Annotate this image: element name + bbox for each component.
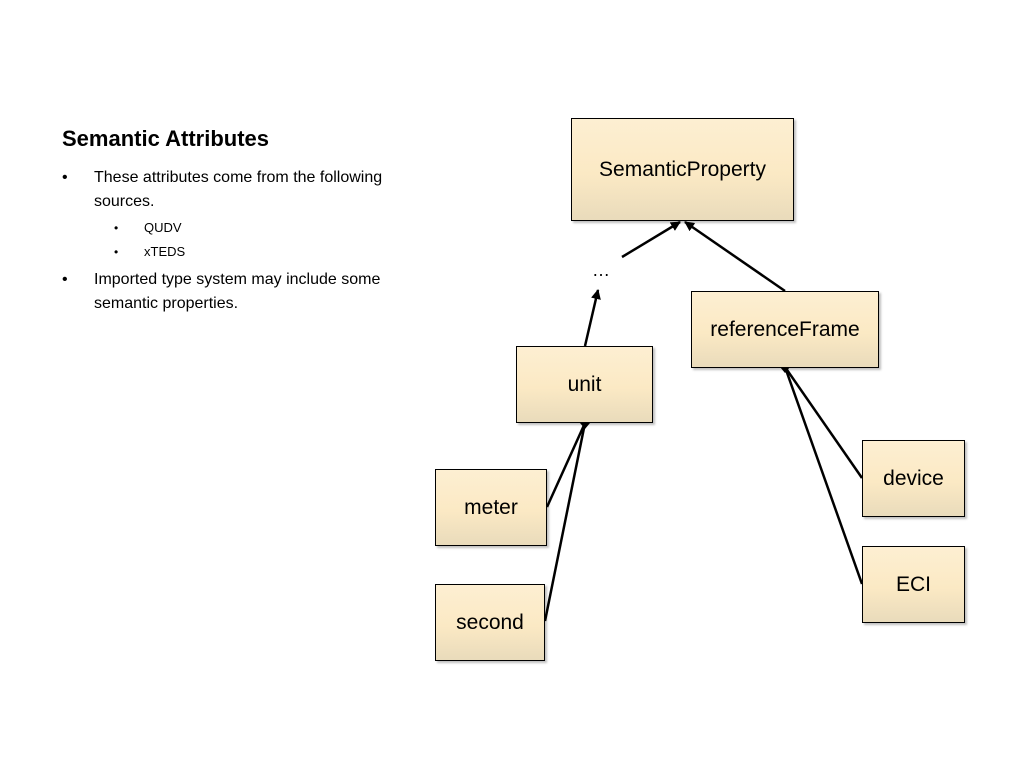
bullet-list: These attributes come from the following… bbox=[62, 166, 402, 320]
second-node: second bbox=[435, 584, 545, 661]
sub-bullet-list: QUDV xTEDS bbox=[94, 216, 402, 264]
eci-node: ECI bbox=[862, 546, 965, 623]
bullet-text: These attributes come from the following… bbox=[94, 169, 383, 210]
bullet-item: Imported type system may include some se… bbox=[62, 268, 402, 316]
inheritance-arrow bbox=[684, 220, 786, 293]
sub-bullet-item: xTEDS bbox=[94, 240, 402, 264]
inheritance-arrow bbox=[621, 220, 681, 259]
composition-link bbox=[545, 422, 587, 508]
sub-bullet-item: QUDV bbox=[94, 216, 402, 240]
composition-link bbox=[543, 422, 587, 622]
ellipsis-label: … bbox=[592, 260, 610, 280]
semantic-property-node: SemanticProperty bbox=[571, 118, 794, 221]
slide-title: Semantic Attributes bbox=[62, 126, 270, 151]
bullet-text: Imported type system may include some se… bbox=[94, 271, 381, 312]
device-node: device bbox=[862, 440, 965, 517]
bullet-item: These attributes come from the following… bbox=[62, 166, 402, 264]
reference-frame-node: referenceFrame bbox=[691, 291, 879, 368]
unit-node: unit bbox=[516, 346, 653, 423]
composition-link bbox=[783, 366, 864, 585]
inheritance-arrow bbox=[583, 289, 601, 347]
composition-link bbox=[783, 366, 864, 479]
meter-node: meter bbox=[435, 469, 547, 546]
